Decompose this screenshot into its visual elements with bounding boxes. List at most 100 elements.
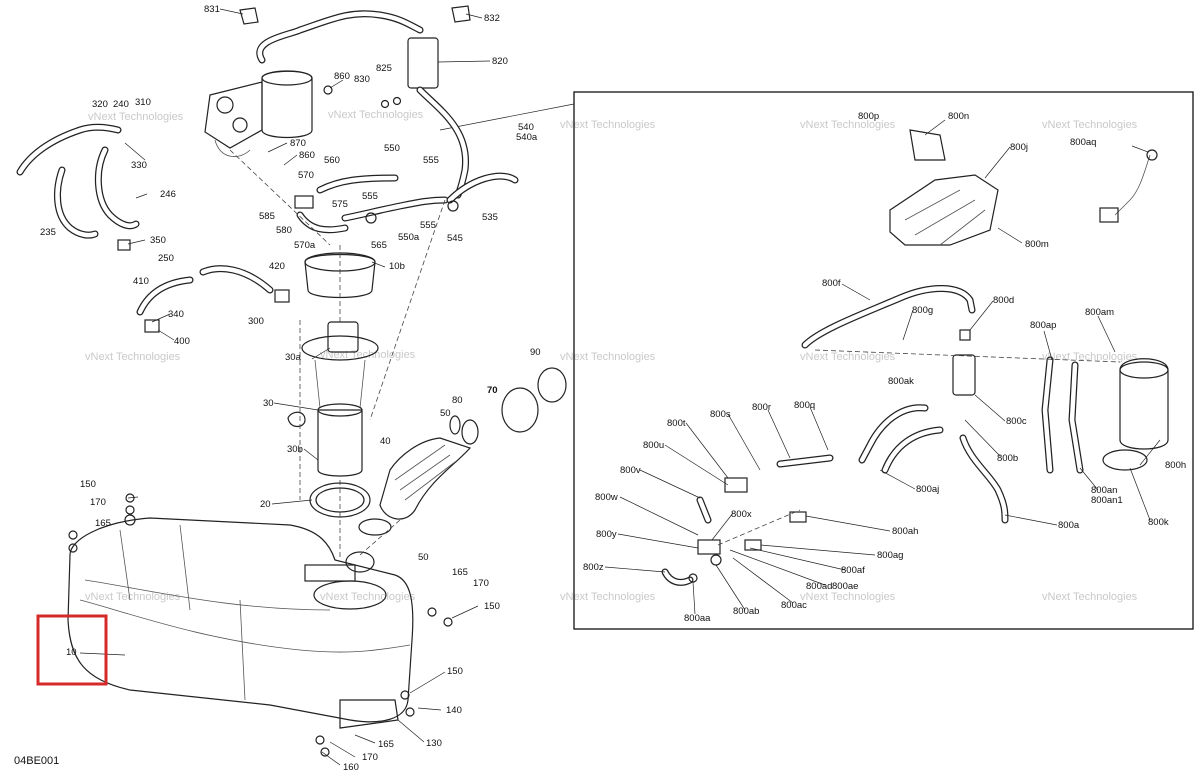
callout-535[interactable]: 535 bbox=[482, 212, 498, 223]
callout-800a[interactable]: 800a bbox=[1058, 520, 1080, 531]
callout-150[interactable]: 150 bbox=[80, 479, 96, 490]
callout-860b[interactable]: 860 bbox=[299, 150, 315, 161]
callout-570[interactable]: 570 bbox=[298, 170, 314, 181]
callout-800y[interactable]: 800y bbox=[596, 529, 617, 540]
callout-170b[interactable]: 170 bbox=[473, 578, 489, 589]
callout-165[interactable]: 165 bbox=[95, 518, 111, 529]
callout-540[interactable]: 540 bbox=[518, 122, 534, 133]
callout-560[interactable]: 560 bbox=[324, 155, 340, 166]
callout-70[interactable]: 70 bbox=[487, 385, 498, 396]
callout-555[interactable]: 555 bbox=[423, 155, 439, 166]
callout-800aj[interactable]: 800aj bbox=[916, 484, 939, 495]
callout-320[interactable]: 320 bbox=[92, 99, 108, 110]
callout-90[interactable]: 90 bbox=[530, 347, 541, 358]
callout-860[interactable]: 860 bbox=[334, 71, 350, 82]
callout-800u[interactable]: 800u bbox=[643, 440, 664, 451]
callout-800x[interactable]: 800x bbox=[731, 509, 752, 520]
callout-800v[interactable]: 800v bbox=[620, 465, 641, 476]
callout-550a[interactable]: 550a bbox=[398, 232, 420, 243]
callout-800t[interactable]: 800t bbox=[667, 418, 686, 429]
callout-570a[interactable]: 570a bbox=[294, 240, 316, 251]
callout-165b[interactable]: 165 bbox=[452, 567, 468, 578]
callout-170c[interactable]: 170 bbox=[362, 752, 378, 763]
callout-555b[interactable]: 555 bbox=[362, 191, 378, 202]
callout-350[interactable]: 350 bbox=[150, 235, 166, 246]
callout-50b[interactable]: 50 bbox=[418, 552, 429, 563]
callout-250[interactable]: 250 bbox=[158, 253, 174, 264]
callout-160[interactable]: 160 bbox=[343, 762, 359, 773]
callout-150c[interactable]: 150 bbox=[447, 666, 463, 677]
callout-800q[interactable]: 800q bbox=[794, 400, 815, 411]
callout-800am[interactable]: 800am bbox=[1085, 307, 1114, 318]
callout-831[interactable]: 831 bbox=[204, 4, 220, 15]
callout-820[interactable]: 820 bbox=[492, 56, 508, 67]
callout-870[interactable]: 870 bbox=[290, 138, 306, 149]
callout-800ac[interactable]: 800ac bbox=[781, 600, 807, 611]
callout-30a[interactable]: 30a bbox=[285, 352, 302, 363]
callout-800f[interactable]: 800f bbox=[822, 278, 841, 289]
callout-235[interactable]: 235 bbox=[40, 227, 56, 238]
callout-10[interactable]: 10 bbox=[66, 647, 77, 658]
callout-150b[interactable]: 150 bbox=[484, 601, 500, 612]
callout-800n[interactable]: 800n bbox=[948, 111, 969, 122]
callout-555c[interactable]: 555 bbox=[420, 220, 436, 231]
callout-800aa[interactable]: 800aa bbox=[684, 613, 711, 624]
callout-340[interactable]: 340 bbox=[168, 309, 184, 320]
callout-240[interactable]: 240 bbox=[113, 99, 129, 110]
callout-800ae[interactable]: 800ae bbox=[832, 581, 858, 592]
callout-800d[interactable]: 800d bbox=[993, 295, 1014, 306]
callout-800p[interactable]: 800p bbox=[858, 111, 879, 122]
callout-400[interactable]: 400 bbox=[174, 336, 190, 347]
callout-20[interactable]: 20 bbox=[260, 499, 271, 510]
callout-545[interactable]: 545 bbox=[447, 233, 463, 244]
callout-80[interactable]: 80 bbox=[452, 395, 463, 406]
callout-10b[interactable]: 10b bbox=[389, 261, 405, 272]
callout-800ag[interactable]: 800ag bbox=[877, 550, 903, 561]
callout-310[interactable]: 310 bbox=[135, 97, 151, 108]
watermarks: vNext Technologies vNext Technologies vN… bbox=[85, 109, 1138, 603]
callout-825[interactable]: 825 bbox=[376, 63, 392, 74]
callout-800k[interactable]: 800k bbox=[1148, 517, 1169, 528]
callout-50[interactable]: 50 bbox=[440, 408, 451, 419]
callout-800w[interactable]: 800w bbox=[595, 492, 618, 503]
callout-800aq[interactable]: 800aq bbox=[1070, 137, 1096, 148]
callout-800z[interactable]: 800z bbox=[583, 562, 604, 573]
callout-800ad[interactable]: 800ad bbox=[806, 581, 832, 592]
callout-800ab[interactable]: 800ab bbox=[733, 606, 759, 617]
callout-170[interactable]: 170 bbox=[90, 497, 106, 508]
callout-40[interactable]: 40 bbox=[380, 436, 391, 447]
callout-830[interactable]: 830 bbox=[354, 74, 370, 85]
callout-800h[interactable]: 800h bbox=[1165, 460, 1186, 471]
callout-30[interactable]: 30 bbox=[263, 398, 274, 409]
callout-800ah[interactable]: 800ah bbox=[892, 526, 918, 537]
callout-300[interactable]: 300 bbox=[248, 316, 264, 327]
callout-165c[interactable]: 165 bbox=[378, 739, 394, 750]
callout-800j[interactable]: 800j bbox=[1010, 142, 1028, 153]
callout-800m[interactable]: 800m bbox=[1025, 239, 1049, 250]
callout-550[interactable]: 550 bbox=[384, 143, 400, 154]
callout-330[interactable]: 330 bbox=[131, 160, 147, 171]
callout-800r[interactable]: 800r bbox=[752, 402, 771, 413]
callout-800an[interactable]: 800an bbox=[1091, 485, 1117, 496]
callout-800ak[interactable]: 800ak bbox=[888, 376, 914, 387]
callout-800an1[interactable]: 800an1 bbox=[1091, 495, 1123, 506]
callout-420[interactable]: 420 bbox=[269, 261, 285, 272]
callout-800b[interactable]: 800b bbox=[997, 453, 1018, 464]
callout-800ap[interactable]: 800ap bbox=[1030, 320, 1056, 331]
callout-800af[interactable]: 800af bbox=[841, 565, 865, 576]
callout-140[interactable]: 140 bbox=[446, 705, 462, 716]
callout-130[interactable]: 130 bbox=[426, 738, 442, 749]
callout-585[interactable]: 585 bbox=[259, 211, 275, 222]
callout-580[interactable]: 580 bbox=[276, 225, 292, 236]
callout-410[interactable]: 410 bbox=[133, 276, 149, 287]
callout-246[interactable]: 246 bbox=[160, 189, 176, 200]
callout-800g[interactable]: 800g bbox=[912, 305, 933, 316]
callout-800c[interactable]: 800c bbox=[1006, 416, 1027, 427]
callout-575[interactable]: 575 bbox=[332, 199, 348, 210]
callout-832[interactable]: 832 bbox=[484, 13, 500, 24]
callout-565[interactable]: 565 bbox=[371, 240, 387, 251]
callout-30b[interactable]: 30b bbox=[287, 444, 303, 455]
callout-800s[interactable]: 800s bbox=[710, 409, 731, 420]
callout-540a[interactable]: 540a bbox=[516, 132, 538, 143]
